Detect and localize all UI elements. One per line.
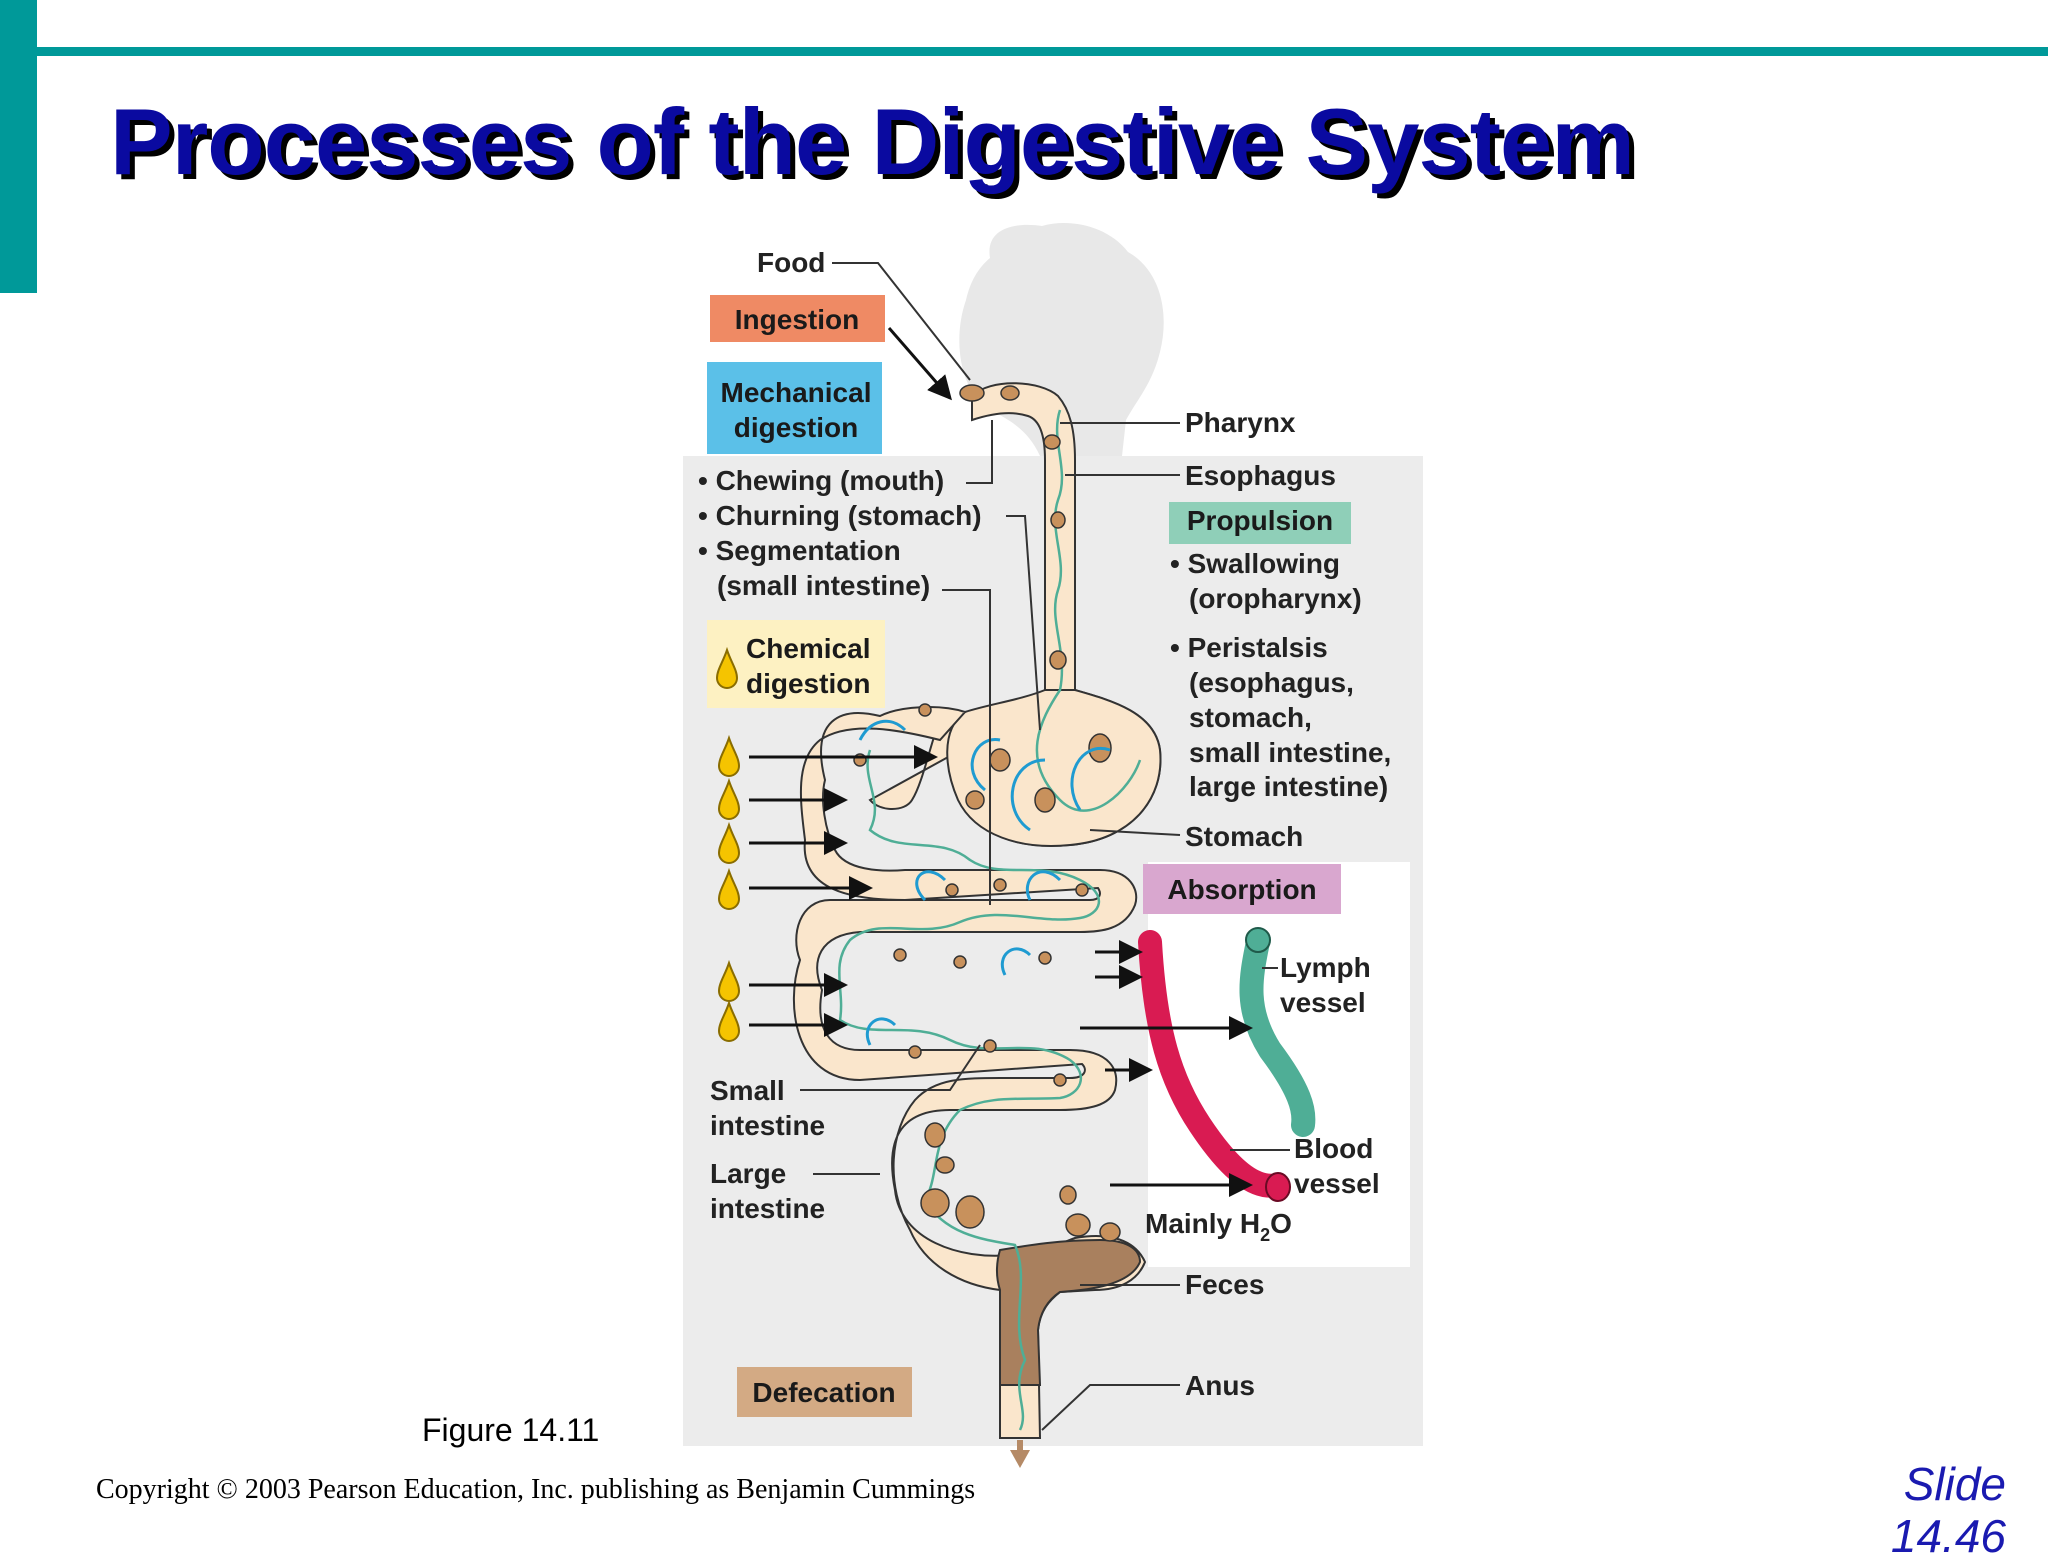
small-intestine-label-2: intestine	[710, 1110, 825, 1141]
propulsion-label: Propulsion	[1187, 505, 1333, 536]
lymph-vessel-label-1: Lymph	[1280, 952, 1371, 983]
small-intestine-label-1: Small	[710, 1075, 785, 1106]
feces-label: Feces	[1185, 1269, 1264, 1300]
defecation-box	[737, 1367, 912, 1417]
lymph-vessel	[1239, 930, 1316, 1137]
chemical-label-1: Chemical	[746, 633, 871, 664]
peristalsis-label-3: stomach,	[1189, 702, 1312, 733]
page-title: Processes of the Digestive System	[110, 89, 1635, 194]
ingestion-box	[710, 295, 885, 342]
peristalsis-label-4: small intestine,	[1189, 737, 1391, 768]
peristalsis-label-1: • Peristalsis	[1170, 632, 1328, 663]
leader-lines	[800, 262, 1290, 1431]
mechanical-digestion-box	[707, 362, 882, 454]
blood-vessel-label-1: Blood	[1294, 1133, 1373, 1164]
chewing-label: • Chewing (mouth)	[698, 465, 944, 496]
blood-vessel-label-2: vessel	[1294, 1168, 1380, 1199]
mainly-water-end: O	[1270, 1208, 1292, 1239]
absorption-label: Absorption	[1167, 874, 1316, 905]
slide-number: 14.46	[1890, 1510, 2006, 1562]
mainly-water-subscript: 2	[1260, 1225, 1270, 1245]
figure-caption: Figure 14.11	[422, 1412, 600, 1448]
slide-label: Slide	[1903, 1458, 2006, 1510]
anus-label: Anus	[1185, 1370, 1255, 1401]
esophagus-label: Esophagus	[1185, 460, 1336, 491]
mixing-arrows	[858, 719, 1111, 1046]
defecation-label: Defecation	[752, 1377, 895, 1408]
top-accent-bar	[37, 47, 2048, 56]
left-accent-bar	[0, 0, 37, 293]
lymph-vessel-label-2: vessel	[1280, 987, 1366, 1018]
swallowing-label-1: • Swallowing	[1170, 548, 1340, 579]
large-intestine-label-1: Large	[710, 1158, 786, 1189]
mechanical-label-1: Mechanical	[721, 377, 872, 408]
pharynx-label: Pharynx	[1185, 407, 1296, 438]
mainly-water-label: Mainly H2O	[1145, 1208, 1292, 1245]
food-label: Food	[757, 247, 825, 278]
chemical-label-2: digestion	[746, 668, 870, 699]
chemical-digestion-box	[707, 620, 885, 708]
churning-label: • Churning (stomach)	[698, 500, 982, 531]
peristalsis-label-5: large intestine)	[1189, 771, 1388, 802]
peristalsis-label-2: (esophagus,	[1189, 667, 1354, 698]
lymph-vessel-end	[1245, 927, 1271, 953]
copyright-notice: Copyright © 2003 Pearson Education, Inc.…	[96, 1474, 976, 1505]
digestive-tract	[792, 382, 1162, 1468]
process-arrows	[749, 327, 1253, 1197]
swallowing-label-2: (oropharynx)	[1189, 583, 1362, 614]
food-particles	[853, 384, 1121, 1242]
propulsion-box	[1169, 502, 1351, 544]
stomach-label: Stomach	[1185, 821, 1303, 852]
large-intestine-label-2: intestine	[710, 1193, 825, 1224]
absorption-box	[1143, 864, 1341, 914]
segmentation-label-1: • Segmentation	[698, 535, 901, 566]
ingestion-label: Ingestion	[735, 304, 859, 335]
mechanical-label-2: digestion	[734, 412, 858, 443]
blood-vessel-end	[1265, 1172, 1291, 1202]
blood-vessel	[1138, 930, 1290, 1198]
segmentation-label-2: (small intestine)	[717, 570, 930, 601]
mainly-water-text: Mainly H	[1145, 1208, 1260, 1239]
